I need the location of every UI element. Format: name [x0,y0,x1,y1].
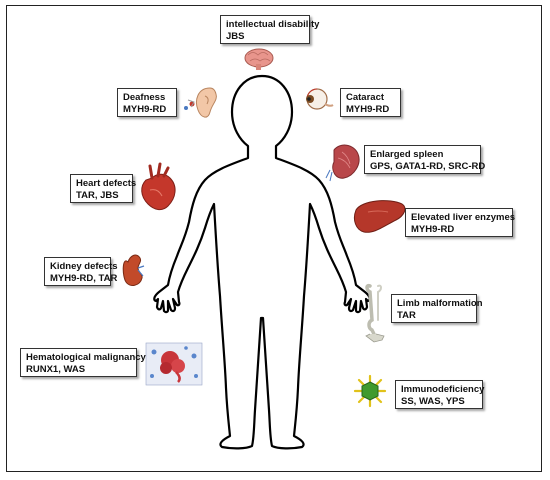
gene-list: MYH9-RD [123,104,167,115]
eye-icon [306,88,334,110]
gene-list: MYH9-RD, TAR [50,273,118,284]
condition-name: Deafness [123,92,166,103]
condition-name: Hematological malignancy [26,352,146,363]
gene-list: GPS, GATA1-RD, SRC-RD [370,161,486,172]
condition-name: Limb malformation [397,298,483,309]
brain-icon [244,48,274,70]
label-hematological-malignancy: Hematological malignancy RUNX1, WAS [20,348,146,377]
gene-list: RUNX1, WAS [26,364,86,375]
label-elevated-liver-enzymes: Elevated liver enzymes MYH9-RD [405,208,516,237]
liver-icon [353,200,406,233]
gene-list: MYH9-RD [346,104,390,115]
blood-cells-icon [145,342,203,386]
gene-list: SS, WAS, YPS [401,396,465,407]
condition-name: Immunodeficiency [401,384,485,395]
gene-list: TAR, JBS [76,190,119,201]
condition-name: Elevated liver enzymes [411,212,516,223]
condition-name: Cataract [346,92,385,103]
condition-name: Kidney defects [50,261,118,272]
spleen-icon [325,144,360,182]
label-limb-malformation: Limb malformation TAR [391,294,483,323]
leg-bone-icon [365,283,385,343]
gene-list: JBS [226,31,245,42]
gene-list: MYH9-RD [411,224,455,235]
gene-list: TAR [397,310,416,321]
label-cataract: Cataract MYH9-RD [340,88,401,117]
kidney-icon [122,254,145,286]
label-intellectual-disability: intellectual disability JBS [220,15,320,44]
immune-cell-icon [353,374,387,408]
condition-name: Enlarged spleen [370,149,444,160]
label-kidney-defects: Kidney defects MYH9-RD, TAR [44,257,118,286]
ear-icon [184,87,217,118]
heart-icon [141,162,176,211]
label-deafness: Deafness MYH9-RD [117,88,177,117]
label-enlarged-spleen: Enlarged spleen GPS, GATA1-RD, SRC-RD [364,145,486,174]
figure-frame [6,5,542,472]
condition-name: Heart defects [76,178,137,189]
label-immunodeficiency: Immunodeficiency SS, WAS, YPS [395,380,485,409]
condition-name: intellectual disability [226,19,320,30]
label-heart-defects: Heart defects TAR, JBS [70,174,137,203]
